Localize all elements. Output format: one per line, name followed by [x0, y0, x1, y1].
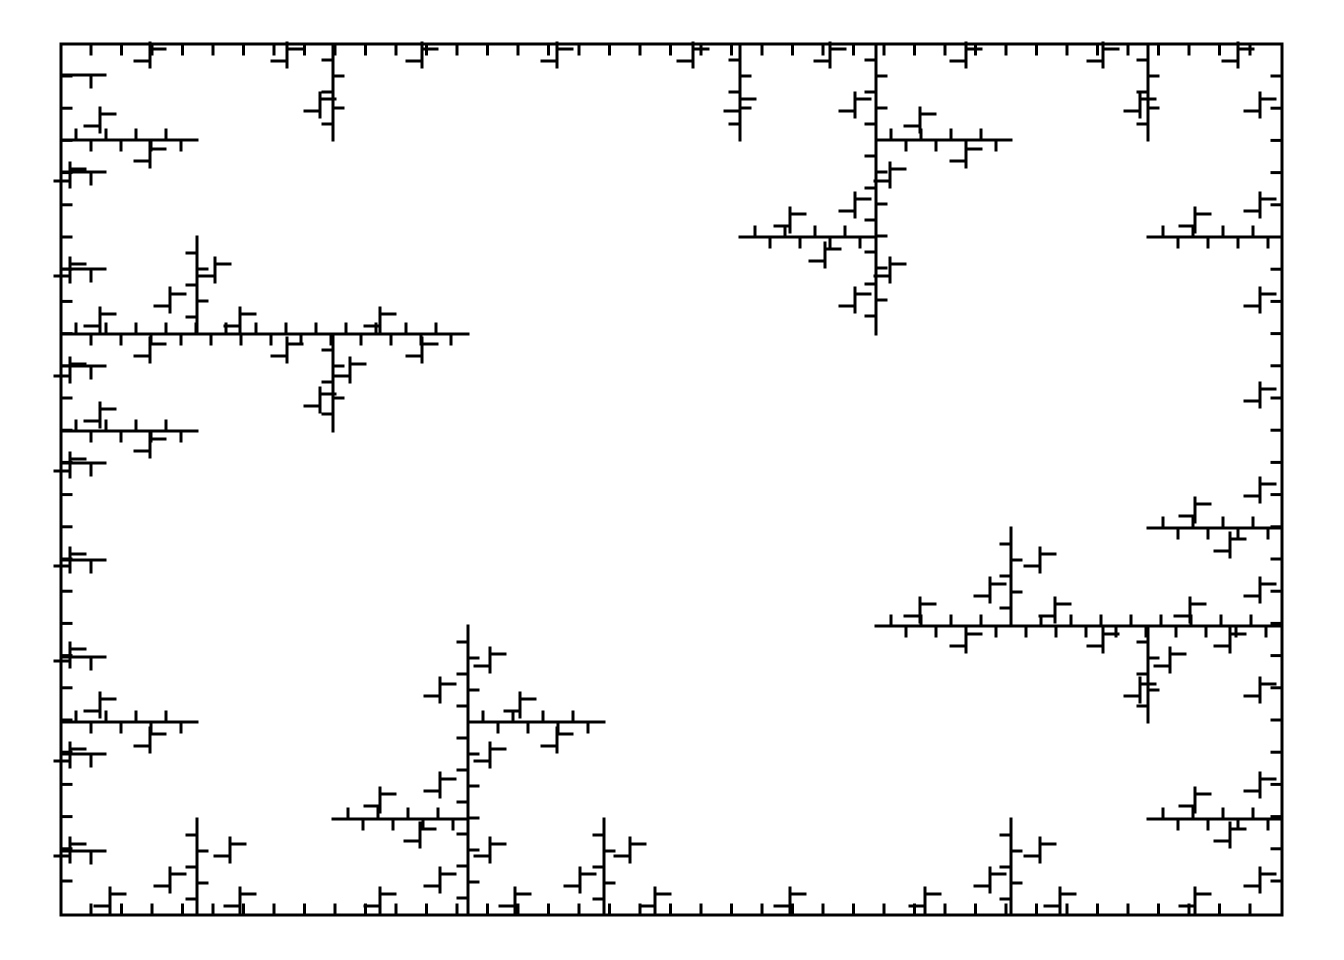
branch-segments — [53, 41, 1284, 917]
frame — [59, 42, 1284, 917]
